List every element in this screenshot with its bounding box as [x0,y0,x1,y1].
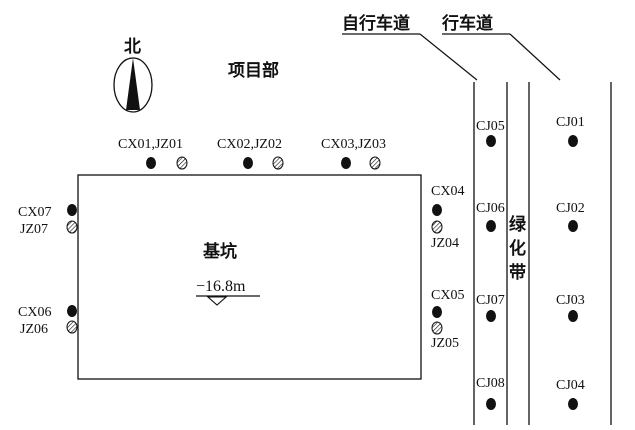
right-point-group-1: CX04 JZ04 [431,184,464,251]
top-point-group-1: CX01,JZ01 [118,137,188,170]
pit-label: 基坑 [202,241,237,262]
road-settlement-point [568,220,578,232]
north-arrow-needle [126,58,140,110]
settlement-point-solid [67,305,77,317]
settlement-point-solid [243,157,253,169]
green-belt-char: 绿 [509,214,527,235]
top-point-label: CX01,JZ01 [118,137,183,152]
settlement-point-solid [67,204,77,216]
road-point-label: CJ05 [476,119,505,134]
road-point-label: CJ02 [556,201,585,216]
north-arrow: 北 [113,37,153,113]
road-point-label: CJ03 [556,293,585,308]
settlement-point-hatched [431,220,443,234]
bike-lane-label: 自行车道 [342,13,410,34]
foundation-pit [77,174,422,380]
left-cx-label: CX07 [18,205,51,220]
road-point-label: CJ06 [476,201,505,216]
right-cx-label: CX04 [431,184,464,199]
bike-lane-leader [419,33,478,81]
left-jz-label: JZ06 [20,322,48,337]
left-point-group-2: CX06 JZ06 [18,305,78,337]
north-label: 北 [124,37,141,57]
road-settlement-point [486,398,496,410]
settlement-point-solid [432,306,442,318]
green-belt-char: 化 [509,238,526,259]
right-jz-label: JZ04 [431,236,459,251]
settlement-point-hatched [176,156,188,170]
road-settlement-point [486,220,496,232]
road-settlement-point [568,398,578,410]
top-point-group-2: CX02,JZ02 [217,137,284,170]
settlement-point-hatched [66,320,78,334]
road-settlement-point [568,135,578,147]
settlement-point-hatched [431,321,443,335]
road-settlement-point [486,135,496,147]
right-jz-label: JZ05 [431,336,459,351]
settlement-point-solid [432,204,442,216]
road-point-label: CJ07 [476,293,505,308]
depth-label: −16.8m [196,278,246,295]
right-point-group-2: CX05 JZ05 [431,288,464,351]
top-point-label: CX02,JZ02 [217,137,282,152]
car-lane-leader [509,33,561,81]
settlement-point-hatched [66,220,78,234]
road-point-label: CJ08 [476,376,505,391]
left-cx-label: CX06 [18,305,51,320]
car-lane-label: 行车道 [441,13,493,34]
settlement-point-hatched [272,156,284,170]
project-dept-label: 项目部 [228,60,279,81]
road-points-near: CJ05 CJ06 CJ07 CJ08 [476,119,505,410]
road-point-label: CJ04 [556,378,585,393]
left-point-group-1: CX07 JZ07 [18,204,78,237]
depth-marker [206,296,228,306]
top-point-group-3: CX03,JZ03 [321,137,386,170]
top-point-label: CX03,JZ03 [321,137,386,152]
left-jz-label: JZ07 [20,222,48,237]
road-point-label: CJ01 [556,115,585,130]
settlement-point-hatched [369,156,381,170]
road-settlement-point [568,310,578,322]
green-belt-char: 带 [509,262,526,283]
settlement-point-solid [341,157,351,169]
green-belt-label: 绿 化 带 [509,214,527,283]
right-cx-label: CX05 [431,288,464,303]
road-points-far: CJ01 CJ02 CJ03 CJ04 [556,115,585,410]
settlement-point-solid [146,157,156,169]
road-settlement-point [486,310,496,322]
